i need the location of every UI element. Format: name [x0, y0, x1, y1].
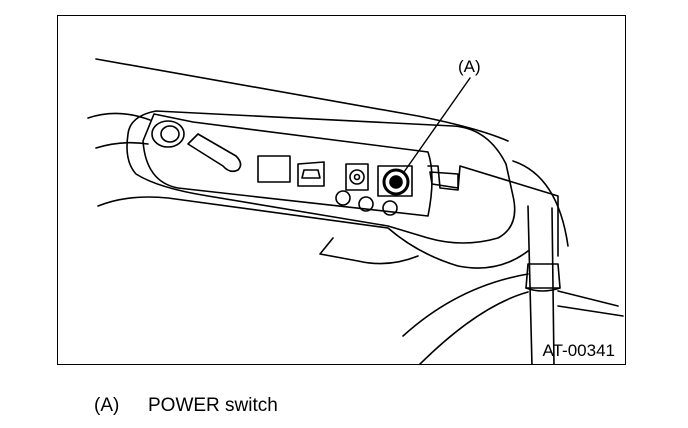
unit-top-edge: [95, 58, 509, 142]
right-bracket: [427, 165, 559, 257]
caption-key: (A): [94, 395, 120, 416]
figure-caption: (A) POWER switch: [94, 396, 278, 415]
cable-outer-bottom: [95, 141, 149, 149]
guide-line-1: [512, 160, 569, 247]
hose-upper: [402, 273, 529, 337]
tube-clip: [525, 263, 561, 289]
unit-lower-contour: [97, 196, 529, 269]
tube-right: [551, 207, 555, 364]
unit-underside-line: [319, 237, 419, 265]
callout-label: (A): [458, 57, 481, 76]
unit-panel-outline: [126, 110, 516, 244]
caption-text: POWER switch: [148, 395, 278, 416]
indicator-hole-1: [335, 190, 351, 206]
rod-right: [557, 290, 619, 307]
phone-jack: [297, 161, 325, 187]
dc-jack: [345, 163, 369, 191]
power-switch-button: [382, 168, 410, 196]
device-illustration: [87, 58, 624, 364]
indicator-hole-3: [382, 200, 398, 216]
figure-id: AT-00341: [542, 341, 615, 360]
callout-leader: [403, 77, 471, 173]
power-switch-housing: [377, 165, 413, 197]
tube-left: [527, 205, 533, 364]
cable-outer-top: [87, 112, 151, 121]
plug-body: [151, 120, 185, 148]
figure-frame: (A) AT-00341: [57, 15, 626, 365]
port-panel: [142, 113, 433, 217]
square-connector: [257, 155, 291, 183]
lock-lever: [187, 133, 242, 173]
hose-lower: [418, 291, 529, 364]
indicator-hole-2: [358, 196, 374, 212]
